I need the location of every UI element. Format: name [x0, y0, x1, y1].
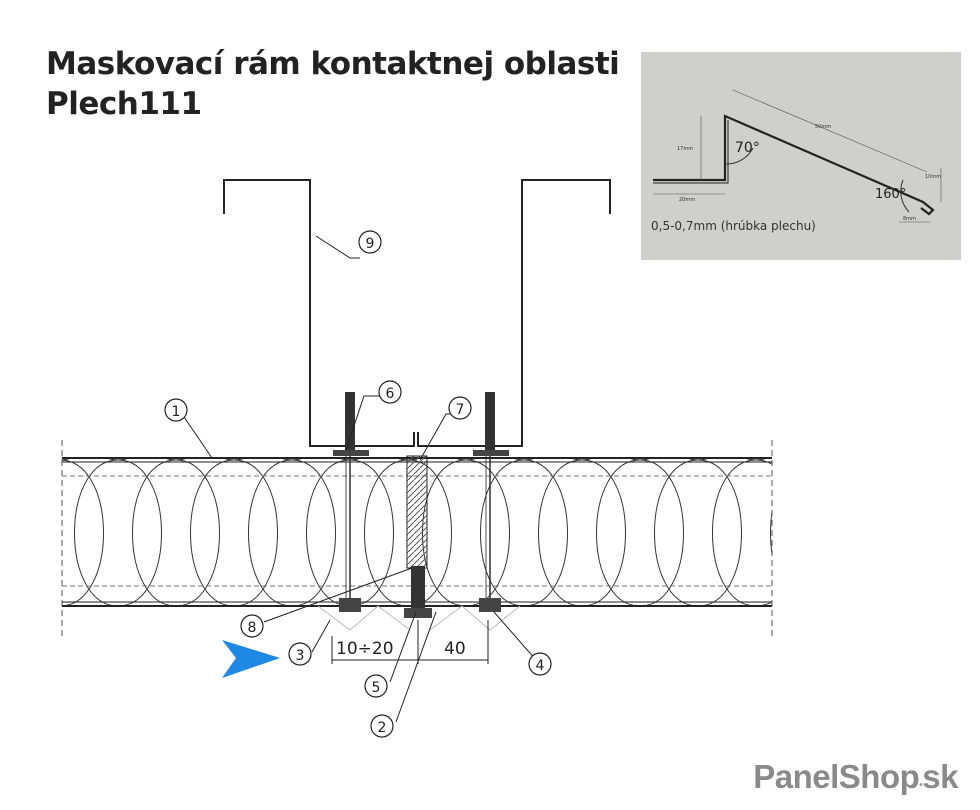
svg-text:8: 8	[248, 620, 257, 636]
callout-2: 2	[370, 714, 394, 738]
dimension-gap: 10÷20	[336, 639, 394, 659]
svg-text:9: 9	[366, 236, 375, 252]
callout-6: 6	[378, 380, 402, 404]
callout-8: 8	[240, 614, 264, 638]
page-title: Maskovací rám kontaktnej oblasti Plech11…	[46, 44, 620, 124]
profile-drawing: 70° 160° 17mm 20mm 50mm 10mm 8mm	[653, 89, 942, 223]
callout-3: 3	[288, 642, 312, 666]
callout-5: 5	[364, 674, 388, 698]
svg-text:5: 5	[372, 680, 381, 696]
inset-dim-50: 50mm	[815, 124, 831, 130]
svg-text:4: 4	[536, 658, 545, 674]
inset-dim-8: 8mm	[903, 216, 916, 222]
callout-1: 1	[164, 398, 188, 422]
title-line-2: Plech111	[46, 86, 202, 122]
inset-dim-17: 17mm	[677, 146, 693, 152]
dimension-edge: 40	[444, 639, 466, 659]
inset-dim-10: 10mm	[925, 174, 941, 180]
title-line-1: Maskovací rám kontaktnej oblasti	[46, 46, 620, 82]
inset-dim-20: 20mm	[679, 197, 695, 203]
svg-text:1: 1	[172, 404, 181, 420]
inset-angle-160: 160°	[875, 187, 906, 202]
inset-angle-70: 70°	[735, 140, 760, 156]
screw-right	[473, 392, 509, 612]
masking-frame	[223, 179, 611, 447]
dimension-lines: 10÷20 40	[331, 620, 489, 664]
svg-text:6: 6	[386, 386, 395, 402]
callout-7: 7	[448, 396, 472, 420]
profile-inset: 70° 160° 17mm 20mm 50mm 10mm 8mm 0,5-0,7…	[641, 52, 961, 260]
leader-lines	[181, 235, 537, 723]
thickness-note: 0,5-0,7mm (hrúbka plechu)	[651, 219, 816, 233]
svg-text:3: 3	[296, 648, 305, 664]
svg-text:7: 7	[456, 402, 465, 418]
callout-4: 4	[528, 652, 552, 676]
callout-9: 9	[358, 230, 382, 254]
sealant-joint	[406, 455, 428, 569]
svg-text:2: 2	[378, 720, 387, 736]
screw-center	[404, 566, 432, 618]
brand-logo: PanelShop•sk	[753, 758, 958, 795]
pointer-arrow-icon	[222, 640, 280, 678]
screw-left	[333, 392, 369, 612]
